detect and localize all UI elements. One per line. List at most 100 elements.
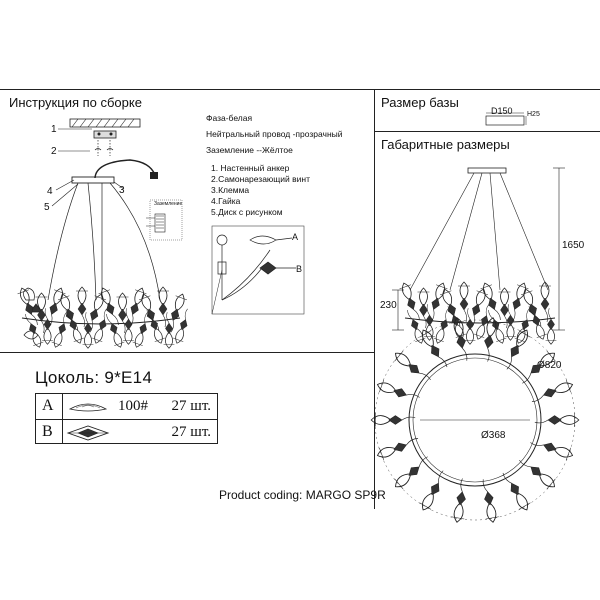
height-total: 1650 (562, 240, 585, 251)
socle-value: 9*E14 (104, 368, 153, 387)
side-flower-left-icon (17, 287, 38, 326)
table-row-b: B 27 шт. (36, 419, 217, 445)
top-flower-icon (506, 329, 531, 370)
side-flower-left-icon (146, 309, 165, 344)
side-flower-right-icon (431, 282, 448, 322)
wiring-ground: Заземление --Жёлтое (206, 145, 293, 155)
side-flower-right-icon (474, 304, 489, 340)
side-flower-right-icon (505, 304, 516, 341)
detail-callout-b: B (296, 264, 303, 274)
base-size-title: Размер базы (381, 95, 459, 110)
product-coding: Product coding: MARGO SP9R (219, 488, 386, 502)
part-3: 3.Клемма (211, 185, 250, 195)
ceiling-plate-icon (71, 176, 115, 184)
base-divider (374, 131, 600, 132)
side-flower-left-icon (89, 293, 107, 333)
left-bottom-border (0, 352, 374, 353)
overall-dimensions-title: Габаритные размеры (381, 137, 510, 152)
row-b-letter: B (42, 423, 53, 440)
detail-callout-a: A (292, 232, 299, 242)
power-cable-icon (94, 159, 156, 179)
side-flower-left-icon (132, 312, 148, 348)
part-1: 1. Настенный анкер (211, 163, 290, 173)
side-flower-left-icon (130, 287, 147, 327)
suspension-wires (47, 182, 161, 301)
side-flower-left-icon (35, 292, 48, 334)
vertical-divider (374, 89, 375, 509)
side-flower-right-icon (539, 281, 551, 323)
side-flower-left-icon (92, 308, 107, 344)
side-flower-left-icon (82, 312, 94, 349)
top-flower-icon (419, 329, 448, 368)
diameter-outer: Ø820 (537, 360, 562, 371)
table-row-a: A 100# 27 шт. (36, 394, 217, 419)
mount-bracket-icon (93, 130, 117, 156)
side-flower-right-icon (528, 305, 547, 340)
top-flower-icon (370, 413, 416, 427)
components-table: A 100# 27 шт. B 27 шт. (35, 393, 218, 444)
top-flower-icon (502, 472, 531, 511)
side-flower-right-icon (512, 282, 529, 322)
side-flower-left-icon (163, 312, 175, 349)
base-height: H25 (527, 111, 540, 118)
side-flower-left-icon (173, 308, 188, 344)
side-flower-right-icon (514, 308, 530, 344)
top-flower-icon (482, 479, 499, 523)
socle-label: Цоколь: (35, 368, 100, 387)
side-flower-left-icon (42, 308, 53, 345)
side-flower-right-icon (545, 308, 557, 345)
top-flower-icon (419, 470, 444, 511)
socle-line: Цоколь: 9*E14 (35, 368, 152, 388)
base-diameter: D150 (491, 106, 513, 116)
crystal-b-icon (66, 425, 110, 441)
top-border (0, 89, 600, 90)
side-flower-left-icon (51, 312, 67, 348)
side-flower-right-icon (498, 287, 511, 329)
top-flower-icon (531, 379, 574, 402)
shade-a-icon (68, 403, 108, 412)
side-flower-left-icon (25, 313, 44, 348)
side-flower-right-icon (407, 309, 426, 344)
side-flower-left-icon (123, 308, 134, 345)
part-2: 2.Самонарезающий винт (211, 174, 311, 184)
side-flower-right-icon (433, 308, 449, 344)
height-body: 230 (380, 300, 397, 311)
side-flower-right-icon (439, 288, 461, 327)
top-flower-icon (522, 350, 556, 384)
base-size-drawing (485, 112, 527, 126)
row-b-qty: 27 шт. (171, 424, 211, 440)
callout-5: 5 (44, 202, 50, 213)
top-flower-icon (451, 478, 466, 523)
side-flower-left-icon (49, 287, 66, 327)
top-flower-icon (394, 456, 428, 490)
side-flower-left-icon (65, 309, 84, 344)
side-flower-left-icon (98, 287, 119, 326)
parts-list: 1. Настенный анкер 2.Самонарезающий винт… (211, 163, 310, 218)
top-flower-icon (519, 459, 556, 490)
table-divider (62, 394, 63, 443)
side-flower-left-icon (116, 292, 129, 334)
part-5: 5.Диск с рисунком (211, 207, 283, 217)
side-flower-left-icon (157, 286, 169, 328)
top-view-drawing (374, 319, 576, 521)
terminal-icon (150, 172, 158, 179)
callout-3: 3 (119, 185, 125, 196)
side-flower-left-icon (76, 286, 88, 328)
callout-1: 1 (51, 124, 57, 135)
top-flower-icon (530, 442, 574, 461)
top-flower-icon (451, 317, 468, 361)
side-flower-right-icon (458, 281, 470, 323)
assembly-instructions-title: Инструкция по сборке (9, 95, 142, 110)
diameter-inner: Ø368 (481, 430, 506, 441)
terminal-detail-icon (146, 199, 183, 241)
part-4: 4.Гайка (211, 196, 241, 206)
top-flower-icon (484, 317, 499, 362)
grounding-label: Заземление (154, 201, 183, 207)
side-flower-right-icon (480, 282, 501, 321)
wiring-phase: Фаза-белая (206, 113, 253, 123)
side-flower-right-icon (424, 304, 435, 341)
shade-detail-icon (211, 225, 305, 315)
callout-4: 4 (47, 186, 53, 197)
